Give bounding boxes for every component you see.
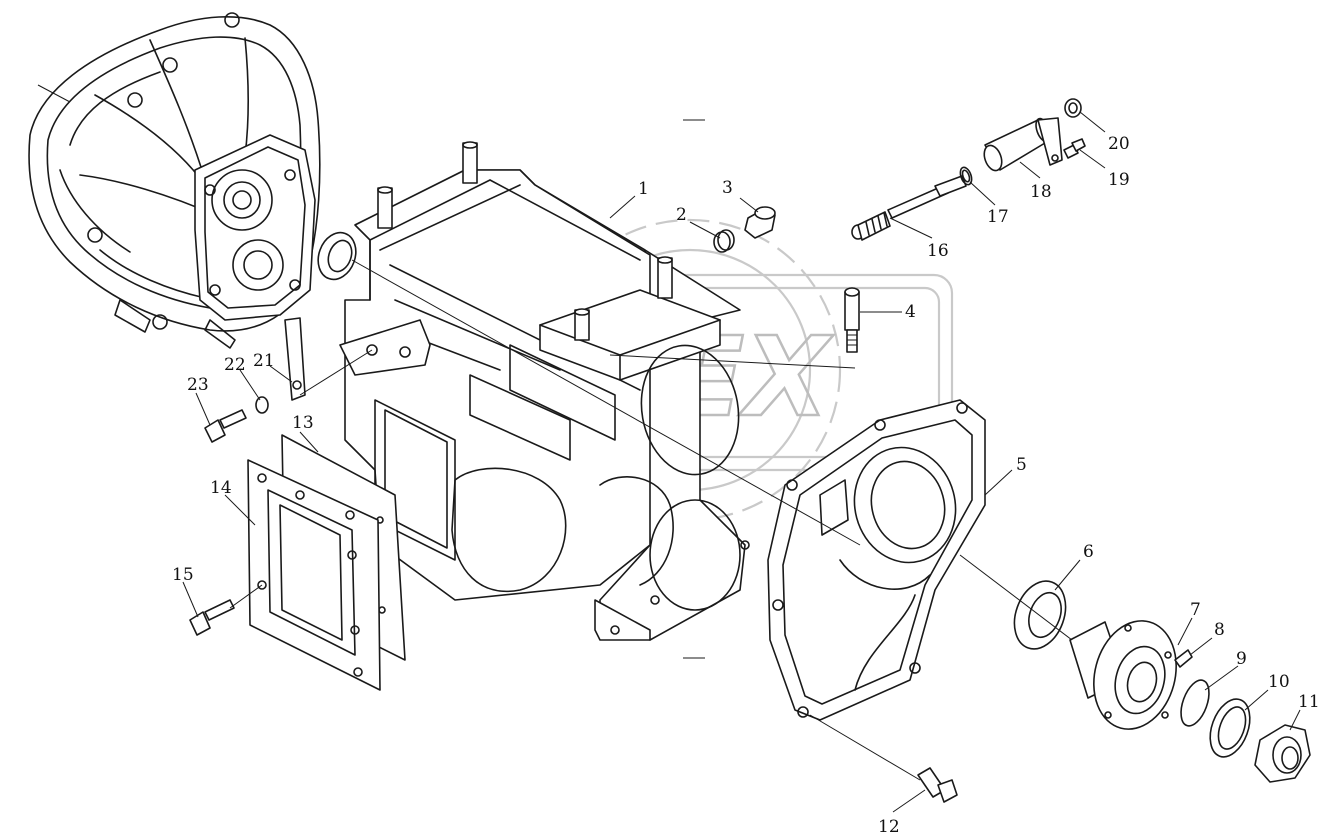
callout-13: 13 — [292, 413, 314, 433]
part-nut-11 — [1254, 724, 1311, 783]
callout-1: 1 — [638, 179, 649, 199]
callout-23: 23 — [187, 375, 209, 395]
part-gearbox-case — [339, 141, 750, 641]
part-bolt-12 — [917, 767, 958, 803]
leader-line — [37, 84, 71, 103]
part-bolt-19 — [1063, 138, 1086, 159]
part-plug-3 — [744, 206, 776, 239]
part-o-ring-9 — [1180, 679, 1210, 727]
callout-5: 5 — [1016, 455, 1027, 475]
callout-3: 3 — [722, 178, 733, 198]
part-washer-10 — [1209, 698, 1251, 758]
callout-19: 19 — [1108, 170, 1130, 190]
callout-17: 17 — [987, 207, 1009, 227]
callout-12: 12 — [878, 817, 900, 837]
part-bolt-15 — [189, 599, 235, 636]
part-speedometer-shaft — [851, 175, 967, 241]
callout-22: 22 — [224, 355, 246, 375]
callout-8: 8 — [1214, 620, 1225, 640]
part-bolt-8 — [1174, 649, 1193, 668]
callout-2: 2 — [676, 205, 687, 225]
part-output-flange — [1069, 620, 1177, 730]
part-bracket-21 — [284, 317, 306, 401]
part-oil-seal-6 — [1013, 580, 1067, 650]
part-pin-4 — [844, 287, 860, 353]
callout-20: 20 — [1108, 134, 1130, 154]
callout-11: 11 — [1298, 692, 1320, 712]
assembly-axis-lines — [229, 119, 1073, 781]
callout-14: 14 — [210, 478, 232, 498]
callout-leaders — [182, 111, 1301, 813]
part-sleeve-18 — [983, 117, 1063, 172]
callout-15: 15 — [172, 565, 194, 585]
part-bolt-23 — [204, 409, 247, 443]
callout-16: 16 — [927, 241, 949, 261]
callout-labels: 1 2 3 4 5 6 7 8 9 10 11 12 13 14 15 16 1… — [172, 134, 1320, 837]
callout-21: 21 — [253, 351, 275, 371]
part-washer-22 — [255, 396, 269, 414]
part-side-cover-14 — [247, 459, 381, 691]
callout-10: 10 — [1268, 672, 1290, 692]
callout-4: 4 — [905, 302, 916, 322]
callout-18: 18 — [1030, 182, 1052, 202]
part-oil-seal-input — [317, 231, 357, 281]
part-o-ring-17 — [959, 166, 973, 186]
part-cap-20 — [1064, 98, 1082, 118]
part-clutch-housing — [28, 12, 321, 349]
callout-9: 9 — [1236, 649, 1247, 669]
callout-7: 7 — [1190, 600, 1201, 620]
part-rear-cover — [767, 399, 986, 721]
callout-6: 6 — [1083, 542, 1094, 562]
part-spring-2 — [713, 229, 735, 253]
